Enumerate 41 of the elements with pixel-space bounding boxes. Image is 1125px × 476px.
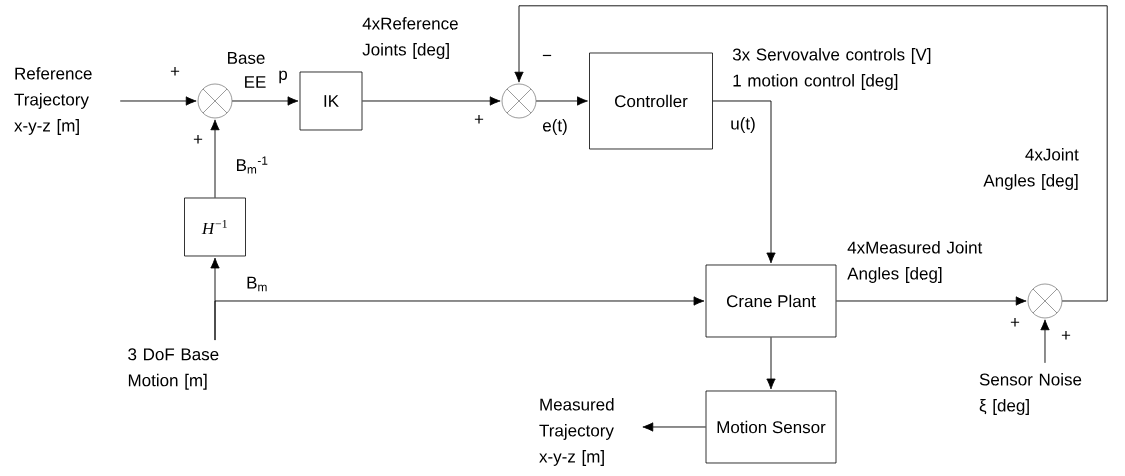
summing-junction [1027,283,1063,319]
edge-label: 4xMeasured Joint Angles [deg] [847,241,983,283]
signal-label: u(t) [731,117,755,133]
signal-label: Base [228,52,265,64]
arrow [119,96,197,106]
arrow [642,422,707,432]
edge-label: e(t) [543,119,567,135]
sign-label: − [542,54,552,57]
edge-label: 4xJoint Angles [deg] [983,148,1079,190]
arrow [1040,319,1050,364]
arrow [214,296,705,341]
signal-label: Reference Trajectory x-y-z [m] [14,67,92,135]
arrow [514,5,1108,302]
block-box: IK [299,71,363,131]
arrow [231,96,299,106]
block-box: H$^{−1}$ [184,197,246,257]
sign-label: + [170,67,180,76]
signal-label: EE [245,76,266,88]
arrow [835,296,1027,306]
sign-label: + [193,135,203,144]
arrow [535,96,588,106]
block-box: Controller [589,52,713,150]
arrow [712,100,776,264]
arrow [361,96,501,106]
edge-label: B$_{m}$-1 [237,156,268,174]
summing-junction [197,83,233,119]
signal-label: Sensor Noise ξ [deg] [979,373,1082,415]
block-box: Motion Sensor [705,390,837,464]
sign-label: + [1061,331,1071,340]
signal-label: p [279,70,287,84]
edge-label: 4xReference Joints [deg] [362,17,458,59]
arrow [210,119,220,199]
edge-label: B$_{m}$ [247,276,267,292]
summing-junction [501,83,537,119]
edge-label: 3x Servovalve controls [V] 1 motion control [deg] [732,48,931,90]
block-box: Crane Plant [705,264,837,338]
signal-label: 3 DoF Base Motion [m] [128,348,219,390]
signal-label: Measured Trajectory x-y-z [m] [539,398,614,466]
arrow [766,336,776,390]
sign-label: + [1010,318,1020,327]
sign-label: + [474,115,484,124]
